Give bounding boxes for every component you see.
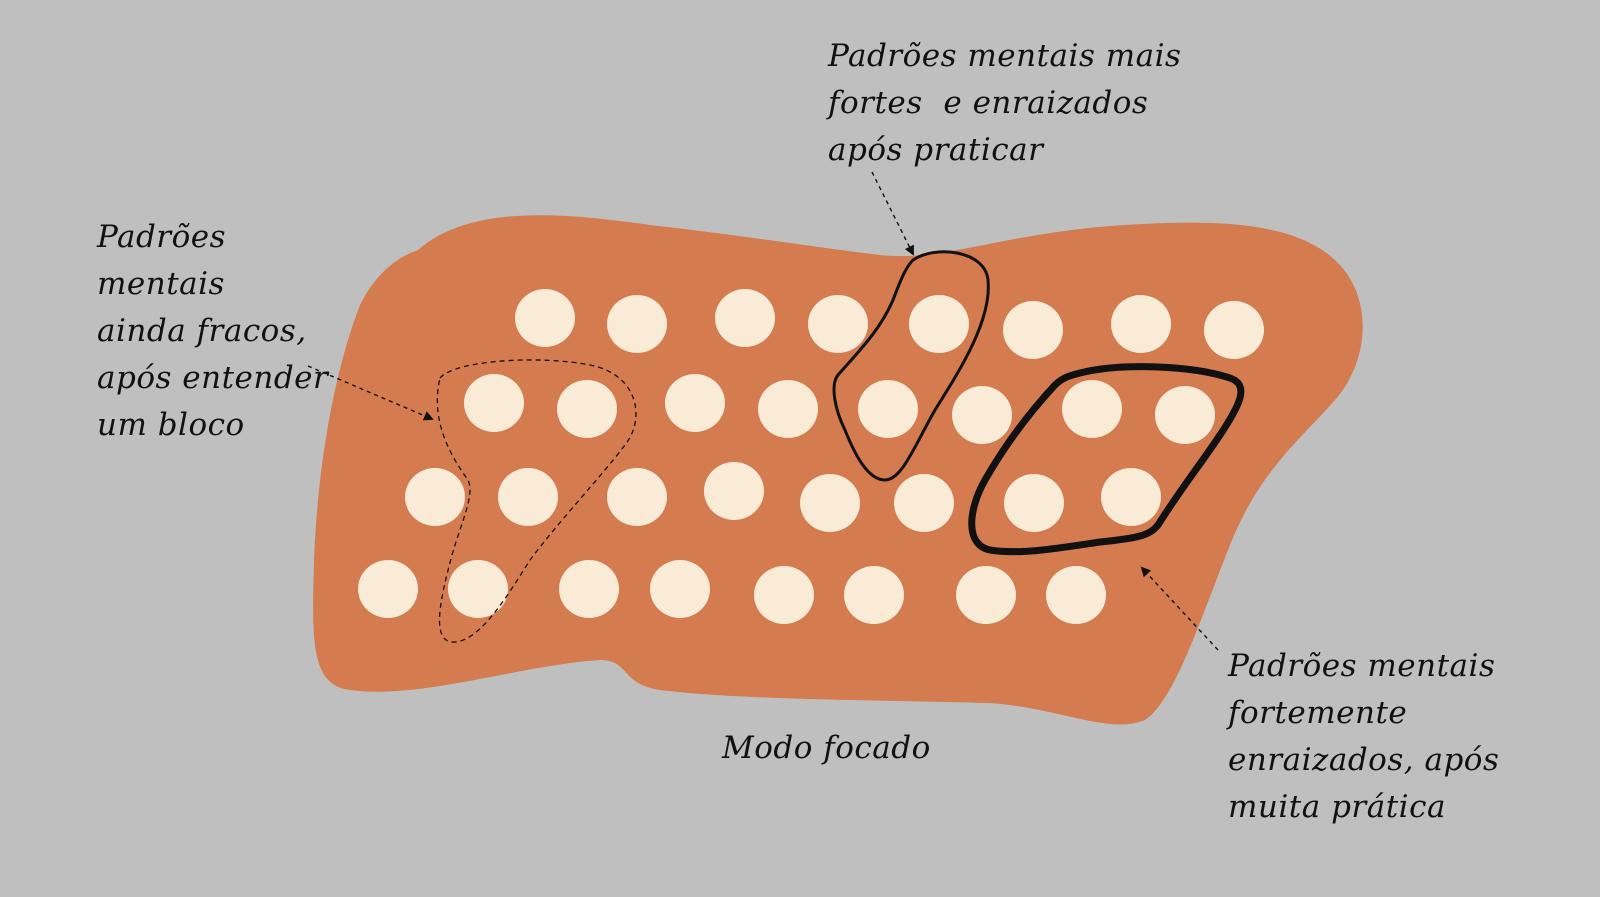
neuron-circle-icon [909,295,969,353]
arrow-strong [1140,566,1219,651]
stronger-pattern-outline [832,250,990,482]
neuron-circle-icon [956,566,1016,624]
neuron-circle-icon [808,295,868,353]
neuron-circle-icon [559,560,619,618]
neuron-circle-icon [1062,380,1122,438]
stronger-patterns-line: fortes e enraizados [828,85,1149,121]
neuron-circle-icon [498,468,558,526]
weak-patterns-line: Padrões [97,219,227,255]
neuron-circle-icon [754,566,814,624]
neuron-circle-icon [557,380,617,438]
neuron-circle-icon [607,468,667,526]
neuron-circle-icon [1111,295,1171,353]
neuron-circle-icon [448,560,508,618]
neuron-circle-icon [844,566,904,624]
neuron-circle-icon [858,380,918,438]
neuron-circle-icon [1004,474,1064,532]
neuron-circle-icon [758,380,818,438]
neuron-circle-icon [650,560,710,618]
strong-patterns-line: Padrões mentais [1228,648,1496,684]
neuron-circle-icon [607,295,667,353]
neuron-circle-icon [464,374,524,432]
neuron-circle-icon [1003,301,1063,359]
stronger-patterns-line: após praticar [828,132,1044,168]
neuron-circle-icon [800,474,860,532]
neuron-circle-icon [1046,566,1106,624]
neuron-circle-icon [405,468,465,526]
strong-patterns-line: enraizados, após [1228,742,1500,778]
neuron-circle-icon [715,289,775,347]
neuron-circle-icon [1155,386,1215,444]
neuron-circle-icon [952,386,1012,444]
strong-patterns-line: fortemente [1228,695,1408,731]
weak-patterns-line: mentais [97,266,225,302]
neuron-group [358,289,1264,624]
focused-mode-area [313,215,1363,725]
neuron-circle-icon [894,474,954,532]
neuron-circle-icon [358,560,418,618]
stronger-patterns-line: Padrões mentais mais [828,38,1182,74]
weak-patterns-label: Padrões mentais ainda fracos, após enten… [97,214,328,449]
stronger-patterns-label: Padrões mentais mais fortes e enraizados… [828,33,1181,174]
strong-patterns-label: Padrões mentais fortemente enraizados, a… [1228,643,1499,831]
arrow-stronger [871,171,914,256]
neuron-circle-icon [515,289,575,347]
strong-pattern-outline [968,363,1245,556]
strong-patterns-line: muita prática [1228,789,1446,825]
neuron-circle-icon [1101,468,1161,526]
focused-mode-label: Modo focado [722,730,931,766]
neuron-circle-icon [704,462,764,520]
weak-patterns-line: ainda fracos, [97,313,307,349]
neuron-circle-icon [1204,301,1264,359]
neuron-circle-icon [665,374,725,432]
weak-pattern-outline [436,359,637,643]
weak-patterns-line: após entender [97,360,329,396]
weak-patterns-line: um bloco [97,407,245,443]
arrow-weak [307,365,434,421]
